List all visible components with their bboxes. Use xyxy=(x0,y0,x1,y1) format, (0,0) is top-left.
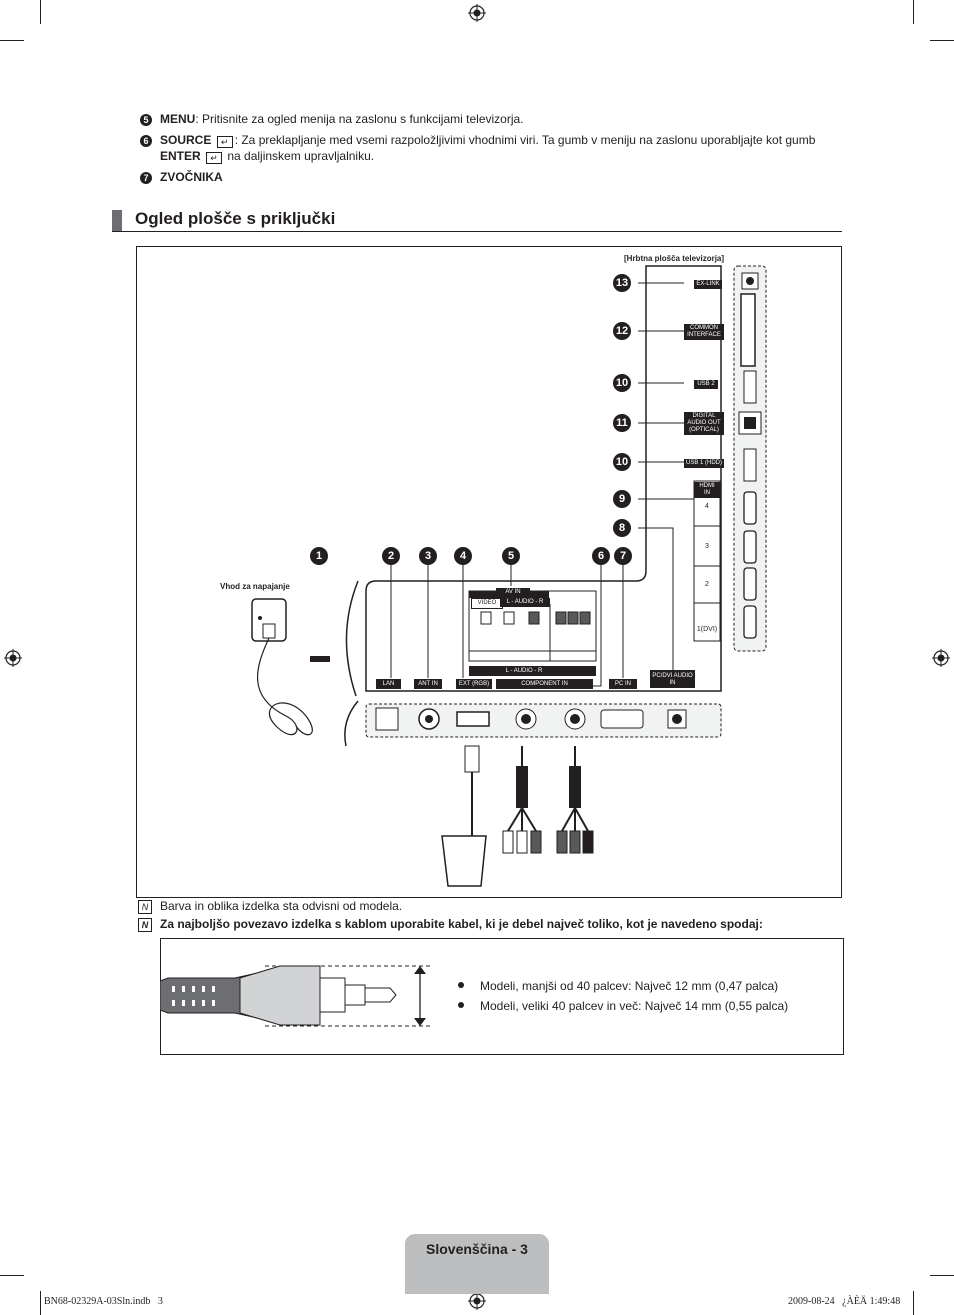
callout-7: 7 xyxy=(614,547,632,565)
page-number-label: Slovenščina - 3 xyxy=(426,1241,528,1257)
item-label: MENU xyxy=(160,112,196,126)
crop-mark xyxy=(0,40,24,41)
port-label-optical: DIGITAL AUDIO OUT (OPTICAL) xyxy=(684,412,724,435)
crop-mark xyxy=(930,40,954,41)
port-label-pc-dvi-audio: PC/DVI AUDIO IN xyxy=(650,672,695,688)
bullet-small-models: Modeli, manjši od 40 palcev: Največ 12 m… xyxy=(458,979,778,993)
callout-1: 1 xyxy=(310,547,328,565)
callout-3: 3 xyxy=(419,547,437,565)
port-label-ext-rgb: EXT (RGB) xyxy=(456,680,492,689)
registration-mark-icon xyxy=(932,649,950,667)
item-number: 5 xyxy=(140,114,152,126)
item-text: : Za preklapljanje med vsemi razpoložlji… xyxy=(234,133,816,147)
callout-4: 4 xyxy=(454,547,472,565)
hdmi-number-4: 4 xyxy=(705,503,709,510)
file-name: BN68-02329A-03Sln.indb 3 xyxy=(44,1296,163,1307)
section-title: Ogled plošče s priključki xyxy=(135,209,336,228)
page-tab xyxy=(405,1234,549,1294)
rear-panel-caption: [Hrbtna plošča televizorja] xyxy=(624,254,725,263)
bullet-text: Modeli, veliki 40 palcev in več: Največ … xyxy=(480,999,789,1013)
note-text: Barva in oblika izdelka sta odvisni od m… xyxy=(160,899,403,913)
item-label-enter: ENTER xyxy=(160,149,201,163)
note-icon: N xyxy=(138,900,152,914)
section-marker xyxy=(112,210,122,231)
item-label: ZVOČNIKA xyxy=(160,170,223,184)
bullet-text: Modeli, manjši od 40 palcev: Največ 12 m… xyxy=(480,979,779,993)
item-text-2: na daljinskem upravljalniku. xyxy=(227,149,375,163)
crop-mark xyxy=(40,1291,41,1315)
callout-5: 5 xyxy=(502,547,520,565)
port-label-lan: LAN xyxy=(376,680,401,689)
note-color-shape: N Barva in oblika izdelka sta odvisni od … xyxy=(138,899,402,914)
callout-2: 2 xyxy=(382,547,400,565)
rear-panel-illustration xyxy=(251,265,767,887)
callout-10b: 10 xyxy=(613,453,631,471)
item-number: 6 xyxy=(140,135,152,147)
note-text: Za najboljšo povezavo izdelka s kablom u… xyxy=(160,917,763,931)
bullet-icon xyxy=(458,1002,464,1008)
crop-mark xyxy=(913,0,914,24)
hdmi-number-2: 2 xyxy=(705,581,709,588)
av-in-label: AV IN xyxy=(496,588,530,597)
callout-11: 11 xyxy=(613,414,631,432)
power-input-label: Vhod za napajanje xyxy=(220,582,290,591)
callout-10: 10 xyxy=(613,374,631,392)
callout-13: 13 xyxy=(613,274,631,292)
cable-plug-illustration xyxy=(160,965,430,1027)
port-label-pc-in: PC IN xyxy=(609,680,637,689)
port-label-ant-in: ANT IN xyxy=(414,680,442,689)
crop-mark xyxy=(930,1275,954,1276)
port-label-common-interface: COMMON INTERFACE xyxy=(684,324,724,340)
enter-icon: ↵ xyxy=(206,152,223,164)
item-number: 7 xyxy=(140,172,152,184)
port-label-usb2: USB 2 xyxy=(694,380,718,389)
crop-mark xyxy=(913,1291,914,1315)
enter-icon: ↵ xyxy=(216,136,233,148)
connection-diagram xyxy=(136,246,842,898)
item-label: SOURCE xyxy=(160,133,212,147)
print-timestamp: 2009-08-24 ¿ÀÈÄ 1:49:48 xyxy=(788,1296,901,1307)
item-text: : Pritisnite za ogled menija na zaslonu … xyxy=(195,112,524,126)
callout-6: 6 xyxy=(592,547,610,565)
crop-mark xyxy=(40,0,41,24)
port-label-usb1: USB 1 (HDD) xyxy=(684,459,724,468)
callout-8: 8 xyxy=(613,519,631,537)
item-menu: 5 MENU: Pritisnite za ogled menija na zas… xyxy=(140,111,524,127)
hdmi-number-3: 3 xyxy=(705,543,709,550)
item-speakers: 7 ZVOČNIKA xyxy=(140,169,223,185)
callout-9: 9 xyxy=(613,490,631,508)
port-label-ex-link: EX-LINK xyxy=(694,280,722,289)
note-icon: N xyxy=(138,918,152,932)
av-audio-label: L - AUDIO - R xyxy=(500,598,550,607)
av-video-label: VIDEO xyxy=(471,598,503,609)
callout-12: 12 xyxy=(613,322,631,340)
divider xyxy=(112,231,842,233)
port-label-hdmi: HDMI IN xyxy=(694,482,720,498)
component-audio-label: L - AUDIO - R xyxy=(497,667,551,676)
registration-mark-icon xyxy=(468,1292,486,1310)
port-label-component-in: COMPONENT IN xyxy=(496,680,593,689)
hdmi-number-1: 1(DVI) xyxy=(696,626,718,633)
bullet-large-models: Modeli, veliki 40 palcev in več: Največ … xyxy=(458,999,788,1013)
bullet-icon xyxy=(458,982,464,988)
registration-mark-icon xyxy=(4,649,22,667)
note-cable-thickness: N Za najboljšo povezavo izdelka s kablom … xyxy=(138,917,763,932)
registration-mark-icon xyxy=(468,4,486,22)
crop-mark xyxy=(0,1275,24,1276)
